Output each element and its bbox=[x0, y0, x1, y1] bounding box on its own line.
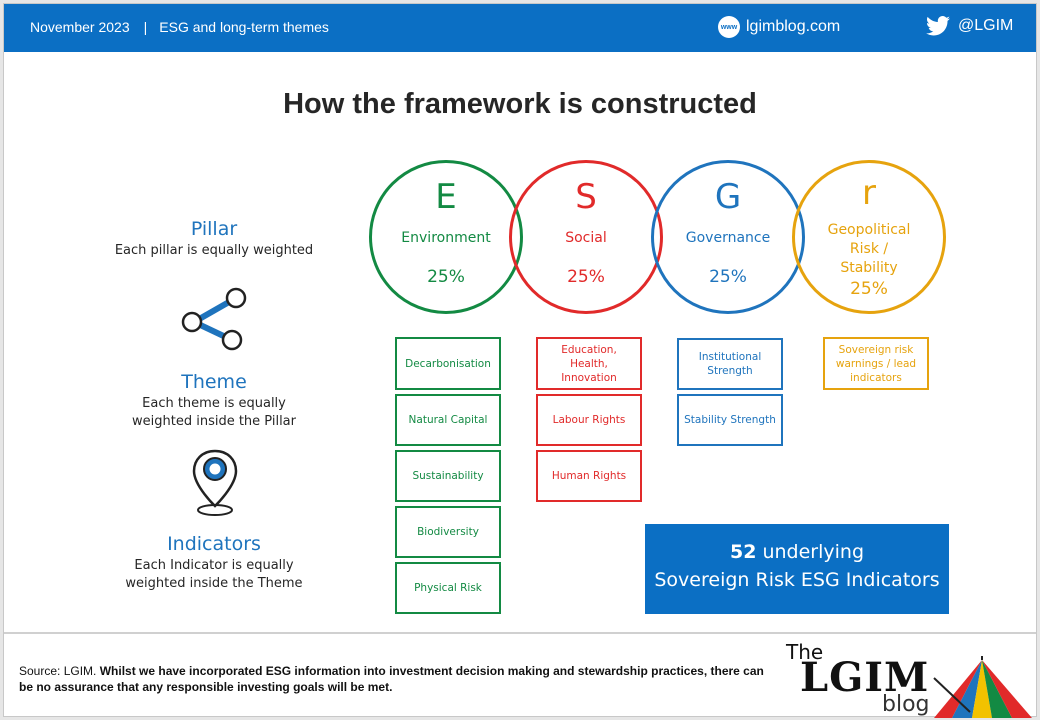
pillar-letter: E bbox=[435, 177, 457, 217]
theme-desc: Each theme is equally weighted inside th… bbox=[132, 396, 296, 429]
source-label: Source: LGIM. bbox=[19, 664, 100, 678]
indicators-label: Indicators Each Indicator is equally wei… bbox=[104, 533, 324, 593]
pillar-weight: 25% bbox=[850, 279, 888, 299]
logo-the: The bbox=[786, 640, 824, 664]
header-separator: | bbox=[143, 19, 148, 35]
theme-box-sustainability: Sustainability bbox=[395, 450, 501, 502]
header-section: ESG and long-term themes bbox=[159, 19, 329, 35]
indicator-count-banner: 52 underlying Sovereign Risk ESG Indicat… bbox=[645, 524, 949, 614]
indicators-desc: Each Indicator is equally weighted insid… bbox=[125, 558, 303, 591]
location-pin-icon bbox=[192, 449, 238, 516]
theme-box-decarbonisation: Decarbonisation bbox=[395, 337, 501, 390]
twitter-link[interactable]: @LGIM bbox=[926, 16, 1013, 36]
pillar-environment: E Environment 25% bbox=[369, 160, 523, 314]
pillar-social: S Social 25% bbox=[509, 160, 663, 314]
indicator-count: 52 bbox=[729, 541, 757, 563]
pillar-label: Pillar Each pillar is equally weighted bbox=[104, 218, 324, 260]
pillar-weight: 25% bbox=[427, 267, 465, 287]
header-date: November 2023 bbox=[30, 19, 130, 35]
pillar-weight: 25% bbox=[709, 267, 747, 287]
pillar-letter: G bbox=[714, 177, 742, 217]
share-icon bbox=[181, 287, 247, 351]
pillar-governance: G Governance 25% bbox=[651, 160, 805, 314]
logo-blog: blog bbox=[882, 692, 930, 717]
theme-box-human-rights: Human Rights bbox=[536, 450, 642, 502]
pillar-letter: S bbox=[575, 177, 597, 217]
theme-box-physical-risk: Physical Risk bbox=[395, 562, 501, 614]
pillar-desc: Each pillar is equally weighted bbox=[114, 243, 314, 258]
pillar-name: Social bbox=[565, 230, 607, 246]
indicator-count-suffix: underlying bbox=[756, 541, 865, 563]
footer-divider bbox=[4, 632, 1036, 634]
web-icon: www bbox=[718, 16, 740, 38]
header-left: November 2023 | ESG and long-term themes bbox=[30, 19, 329, 35]
theme-heading: Theme bbox=[181, 371, 247, 393]
disclaimer: Whilst we have incorporated ESG informat… bbox=[19, 664, 764, 694]
umbrella-icon bbox=[933, 656, 1032, 718]
pillar-heading: Pillar bbox=[190, 218, 238, 240]
theme-box-institutional-strength: Institutional Strength bbox=[677, 338, 783, 390]
pillar-name: Governance bbox=[685, 230, 771, 246]
pillar-weight: 25% bbox=[567, 267, 605, 287]
theme-box-biodiversity: Biodiversity bbox=[395, 506, 501, 558]
twitter-handle[interactable]: @LGIM bbox=[958, 17, 1014, 34]
blog-url[interactable]: lgimblog.com bbox=[746, 18, 841, 35]
pillar-geopolitical: r Geopolitical Risk / Stability 25% bbox=[792, 160, 946, 314]
indicators-heading: Indicators bbox=[167, 533, 261, 555]
indicator-count-line1: 52 underlying bbox=[645, 538, 949, 566]
pillar-letter: r bbox=[862, 173, 876, 213]
theme-box-natural-capital: Natural Capital bbox=[395, 394, 501, 446]
header-bar: November 2023 | ESG and long-term themes w… bbox=[4, 4, 1036, 52]
logo-lgim: LGIM bbox=[800, 654, 930, 701]
theme-box-sovereign-risk-warnings: Sovereign risk warnings / lead indicator… bbox=[823, 337, 929, 390]
page-title: How the framework is constructed bbox=[283, 88, 757, 120]
twitter-icon bbox=[926, 16, 950, 36]
theme-label: Theme Each theme is equally weighted ins… bbox=[104, 371, 324, 431]
footer-source: Source: LGIM. Whilst we have incorporate… bbox=[19, 663, 779, 695]
theme-box-education-health-innovation: Education, Health, Innovation bbox=[536, 337, 642, 390]
blog-link[interactable]: www lgimblog.com bbox=[718, 16, 840, 38]
pillar-name: Environment bbox=[401, 230, 491, 246]
theme-box-labour-rights: Labour Rights bbox=[536, 394, 642, 446]
theme-box-stability-strength: Stability Strength bbox=[677, 394, 783, 446]
pillar-name: Geopolitical Risk / Stability bbox=[827, 222, 911, 276]
indicator-count-line2: Sovereign Risk ESG Indicators bbox=[654, 569, 940, 591]
